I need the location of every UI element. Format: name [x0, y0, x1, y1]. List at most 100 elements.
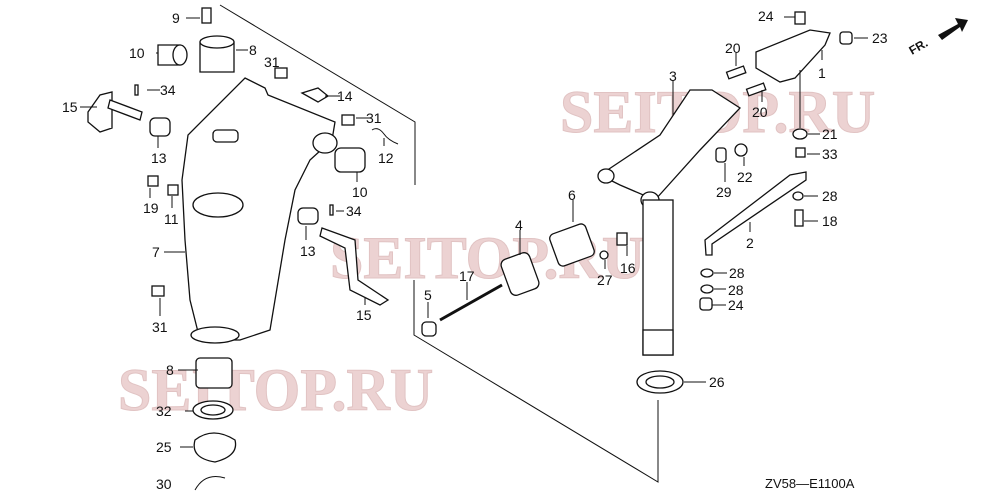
callout: 10	[129, 45, 145, 61]
callout: 31	[264, 54, 280, 70]
callout: 1	[818, 65, 826, 81]
callout: 34	[160, 82, 176, 98]
washer-28-a	[700, 268, 714, 278]
callout: 7	[152, 244, 160, 260]
arm-15	[87, 91, 113, 133]
bracket-3-boss	[597, 168, 615, 184]
arrow-icon	[938, 18, 968, 40]
callout: 2	[746, 235, 754, 251]
housing-6	[549, 223, 595, 267]
nut-24-top	[794, 11, 806, 25]
stud-20-lower	[745, 82, 767, 97]
bushing-8-top-rim	[199, 35, 235, 49]
callout: 13	[300, 243, 316, 259]
watermark: SEITOP.RU	[330, 225, 645, 291]
callout: 31	[152, 319, 168, 335]
callout: 28	[822, 188, 838, 204]
fitting-31-lower	[151, 285, 165, 297]
callout: 23	[872, 30, 888, 46]
bushing-13-lower	[297, 207, 319, 225]
callout: 27	[597, 272, 613, 288]
callout-labels: 9 10 8 31 34 15 14 13 31 12 10 19 11 34 …	[62, 8, 888, 492]
plate-29	[715, 147, 727, 163]
callout: 33	[822, 146, 838, 162]
callout: 14	[337, 88, 353, 104]
callout: 5	[424, 287, 432, 303]
callout: 34	[346, 203, 362, 219]
cap-5	[421, 321, 437, 337]
nut-23	[839, 31, 853, 45]
callout: 15	[356, 307, 372, 323]
swivel-case-part	[181, 77, 338, 344]
rubber-mount-4	[500, 252, 540, 296]
callout: 8	[166, 362, 174, 378]
washer-26-inner	[645, 375, 675, 389]
callout: 21	[822, 126, 838, 142]
shaft	[642, 199, 674, 356]
callout: 32	[156, 403, 172, 419]
assembly-boundary-line	[219, 4, 416, 185]
fitting-31-mid	[341, 114, 355, 126]
callout: 31	[366, 110, 382, 126]
callout: 26	[709, 374, 725, 390]
pin-15	[107, 99, 143, 121]
callout: 6	[568, 187, 576, 203]
plate-25	[193, 432, 237, 463]
bolt-17	[439, 283, 503, 322]
bushing-8-bottom	[195, 357, 233, 389]
collar-33	[795, 147, 806, 158]
shaft-spline	[642, 329, 674, 356]
callout: 28	[729, 265, 745, 281]
callout: 25	[156, 439, 172, 455]
bushing-10-right	[334, 147, 366, 173]
callout: 12	[378, 150, 394, 166]
fitting-11	[167, 184, 179, 196]
callout: 11	[164, 211, 179, 227]
nut-21	[792, 128, 808, 140]
callout: 20	[725, 40, 741, 56]
washer-27	[599, 250, 609, 260]
bushing-13	[149, 117, 171, 137]
callout: 15	[62, 99, 78, 115]
nut-24-lower	[699, 297, 713, 311]
fitting-31-top	[274, 67, 288, 79]
callout: 9	[172, 10, 180, 26]
washer-28	[792, 191, 804, 201]
bracket-3	[598, 89, 742, 201]
callout: 28	[728, 282, 744, 298]
callout: 30	[156, 476, 172, 492]
callout: 24	[758, 8, 774, 24]
callout: 20	[752, 104, 768, 120]
diagram-code: ZV58—E1100A	[765, 476, 855, 491]
stud-20	[725, 65, 747, 80]
clip-30	[194, 476, 226, 491]
seal-32-inner	[200, 404, 226, 416]
part-9	[201, 7, 212, 24]
clip-14	[300, 87, 330, 103]
washer-28-b	[700, 284, 714, 294]
callout: 29	[716, 184, 732, 200]
callout: 8	[249, 42, 257, 58]
callout: 17	[459, 268, 475, 284]
nut-22	[734, 143, 748, 157]
bolt-16	[616, 232, 628, 246]
callout: 16	[620, 260, 636, 276]
callout: 3	[669, 68, 677, 84]
callout: 22	[737, 169, 753, 185]
callout: 19	[143, 200, 159, 216]
assembly-boundary-line	[413, 280, 659, 483]
arm-15-lower	[319, 227, 390, 306]
leader-lines	[80, 16, 868, 448]
pin-34-lower	[329, 204, 334, 216]
front-direction-indicator: FR.	[907, 18, 968, 58]
watermark: SEITOP.RU	[118, 357, 433, 423]
callout: 13	[151, 150, 167, 166]
rod-2	[704, 171, 807, 256]
bolt-18	[794, 209, 804, 227]
direction-label: FR.	[907, 36, 931, 58]
plate-1	[755, 29, 831, 83]
pin-34	[134, 84, 139, 96]
callout: 24	[728, 297, 744, 313]
